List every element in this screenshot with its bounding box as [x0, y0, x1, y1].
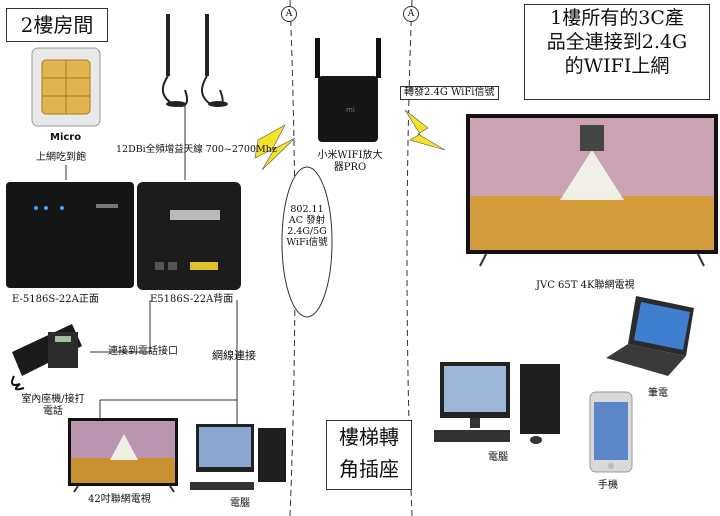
wifi-bolt-left-icon	[254, 124, 296, 171]
phone-port-label: 連接到電話接口	[108, 346, 178, 357]
mobile-phone-label: 手機	[598, 480, 618, 491]
room-title-box: 2樓房間	[6, 8, 108, 42]
relay-signal-label: 轉發2.4G WiFi信號	[400, 86, 499, 100]
router-signal-label: 802.11 AC 發射 2.4G/5G WiFi信號	[283, 204, 331, 249]
tv-1f-icon	[466, 114, 718, 267]
room-title: 2樓房間	[20, 13, 94, 37]
desk-phone-icon	[11, 324, 82, 391]
pc-1f-icon	[434, 362, 560, 444]
marker-a-right: A	[403, 6, 419, 22]
laptop-label: 筆電	[648, 388, 668, 399]
first-floor-title-line-2: 品全連接到2.4G	[546, 30, 688, 53]
corner-title-line-1: 樓梯轉	[339, 425, 399, 449]
router-back-label: E5186S-22A背面	[150, 294, 234, 305]
lan-cable-label: 網線連接	[212, 349, 256, 362]
sim-card-label: Micro	[50, 132, 82, 143]
mobile-phone-icon	[589, 391, 633, 473]
sim-card-icon	[31, 47, 101, 127]
corner-title-line-2: 角插座	[339, 457, 399, 481]
sim-plan-label: 上網吃到飽	[36, 152, 86, 163]
router-back-icon	[137, 182, 241, 290]
laptop-icon	[606, 296, 694, 376]
wifi-bolt-right-icon	[404, 109, 446, 151]
tv-1f-label: JVC 65T 4K聯網電視	[536, 280, 635, 291]
repeater-label-line-1: 小米WIFI放大	[317, 150, 383, 161]
router-signal-line-3: 2.4G/5G	[287, 225, 327, 237]
antenna-icon	[161, 14, 228, 107]
svg-text:mi: mi	[346, 106, 355, 114]
divider-left	[289, 0, 296, 516]
first-floor-title-line-3: 的WIFI上網	[564, 54, 670, 77]
tv-2f-label: 42吋聯網電視	[88, 494, 151, 505]
router-signal-line-4: WiFi信號	[286, 236, 328, 248]
router-front-icon	[6, 182, 134, 288]
corner-socket-title-box: 樓梯轉 角插座	[326, 420, 412, 490]
router-signal-line-2: AC 發射	[288, 214, 326, 226]
pc-2f-icon	[190, 424, 286, 490]
desk-phone-label-line-1: 室內座機/接打	[21, 394, 85, 405]
repeater-label-line-2: 器PRO	[333, 161, 367, 173]
first-floor-title-line-1: 1樓所有的3C產	[550, 7, 684, 29]
repeater-label: 小米WIFI放大 器PRO	[314, 150, 386, 173]
desk-phone-label-line-2: 電話	[43, 405, 63, 417]
marker-a-left: A	[281, 6, 297, 22]
router-front-label: E-5186S-22A正面	[12, 294, 99, 305]
first-floor-title-box: 1樓所有的3C產 品全連接到2.4G 的WIFI上網	[524, 4, 710, 100]
repeater-icon: mi	[315, 38, 381, 142]
router-signal-line-1: 802.11	[290, 204, 324, 215]
desk-phone-label: 室內座機/接打 電話	[10, 394, 96, 417]
antenna-label: 12DBi全頻增益天線 700~2700Mhz	[116, 144, 277, 155]
tv-2f-icon	[68, 418, 178, 493]
router-signal-ellipse	[281, 166, 333, 318]
pc-2f-label: 電腦	[230, 498, 250, 509]
pc-1f-label: 電腦	[488, 452, 508, 463]
